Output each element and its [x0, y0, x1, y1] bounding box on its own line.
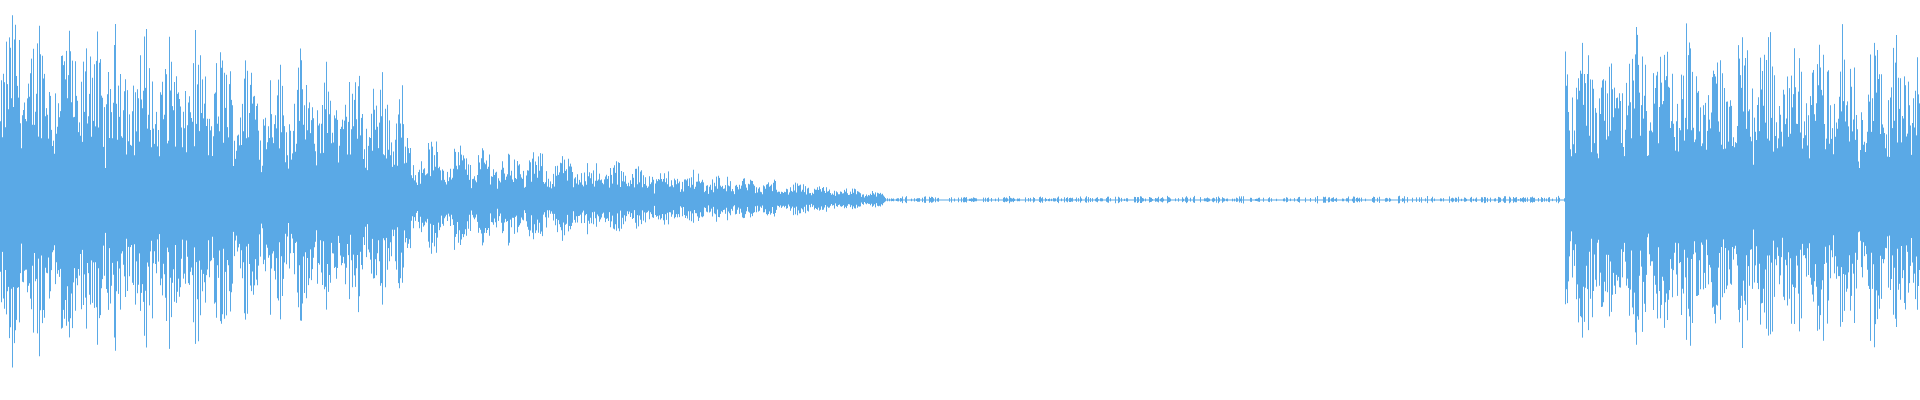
waveform-bars [0, 15, 1920, 368]
